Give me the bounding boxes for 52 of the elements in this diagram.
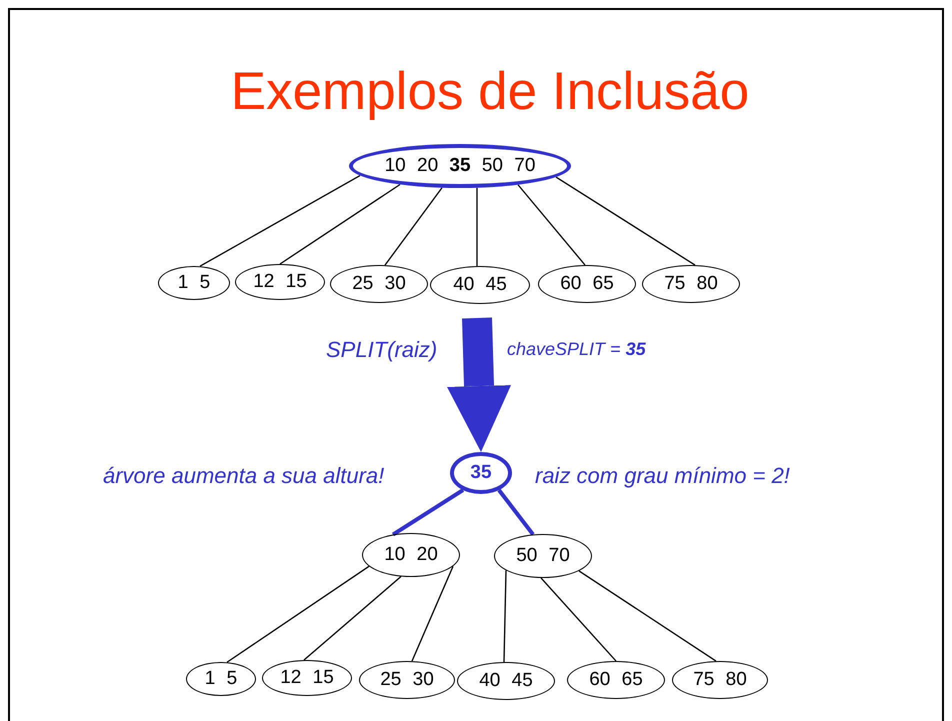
node-keys: 60 65 <box>589 666 643 694</box>
tree-edge <box>200 174 360 267</box>
node-keys: 60 65 <box>560 270 614 298</box>
tree-edge <box>384 187 443 266</box>
tree-edge <box>476 188 478 266</box>
node-keys: 25 30 <box>380 666 434 694</box>
node-keys: 1 5 <box>204 664 238 694</box>
block-arrow <box>447 318 512 452</box>
tree-node <box>642 265 740 303</box>
tree-node <box>494 534 592 578</box>
annotation-text: árvore aumenta a sua altura! <box>103 462 384 490</box>
slide-title: Exemplos de Inclusão <box>230 62 750 122</box>
node-keys: 10 20 <box>384 540 438 570</box>
tree-edge <box>578 570 716 662</box>
node-keys: 12 15 <box>280 664 334 692</box>
tree-node <box>262 660 352 696</box>
tree-edge <box>226 566 370 663</box>
node-keys: 40 45 <box>453 270 507 300</box>
tree-edge <box>556 176 696 266</box>
annotation-text: raiz com grau mínimo = 2! <box>535 462 790 490</box>
node-keys: 1 5 <box>178 268 210 298</box>
tree-edge <box>503 570 507 662</box>
tree-node <box>538 265 636 303</box>
node-keys: 25 30 <box>352 270 406 298</box>
tree-edge <box>411 566 454 662</box>
tree-node <box>349 144 571 188</box>
node-keys: 75 80 <box>664 270 718 298</box>
tree-edge <box>304 576 402 661</box>
tree-edge <box>280 184 400 265</box>
tree-node <box>450 452 512 494</box>
annotation-text: SPLIT(raiz) <box>326 336 438 364</box>
node-keys: 35 <box>470 458 492 488</box>
tree-node <box>430 266 530 304</box>
tree-node <box>235 264 325 300</box>
annotation-text: chaveSPLIT = 35 <box>507 338 646 361</box>
tree-node <box>186 662 256 696</box>
tree-node <box>362 533 460 577</box>
tree-node <box>672 661 768 699</box>
node-keys: 40 45 <box>479 666 533 696</box>
tree-edge <box>518 184 586 266</box>
node-keys: 12 15 <box>253 268 307 296</box>
tree-node <box>457 662 555 700</box>
node-keys: 10 20 35 50 70 <box>384 152 536 180</box>
node-keys: 50 70 <box>516 542 570 570</box>
tree-edge <box>540 578 616 662</box>
tree-node <box>567 661 665 699</box>
tree-node <box>359 661 455 699</box>
tree-edge <box>392 488 464 536</box>
node-keys: 75 80 <box>693 666 747 694</box>
tree-edge <box>497 488 535 536</box>
tree-node <box>330 265 428 303</box>
tree-node <box>158 266 230 300</box>
